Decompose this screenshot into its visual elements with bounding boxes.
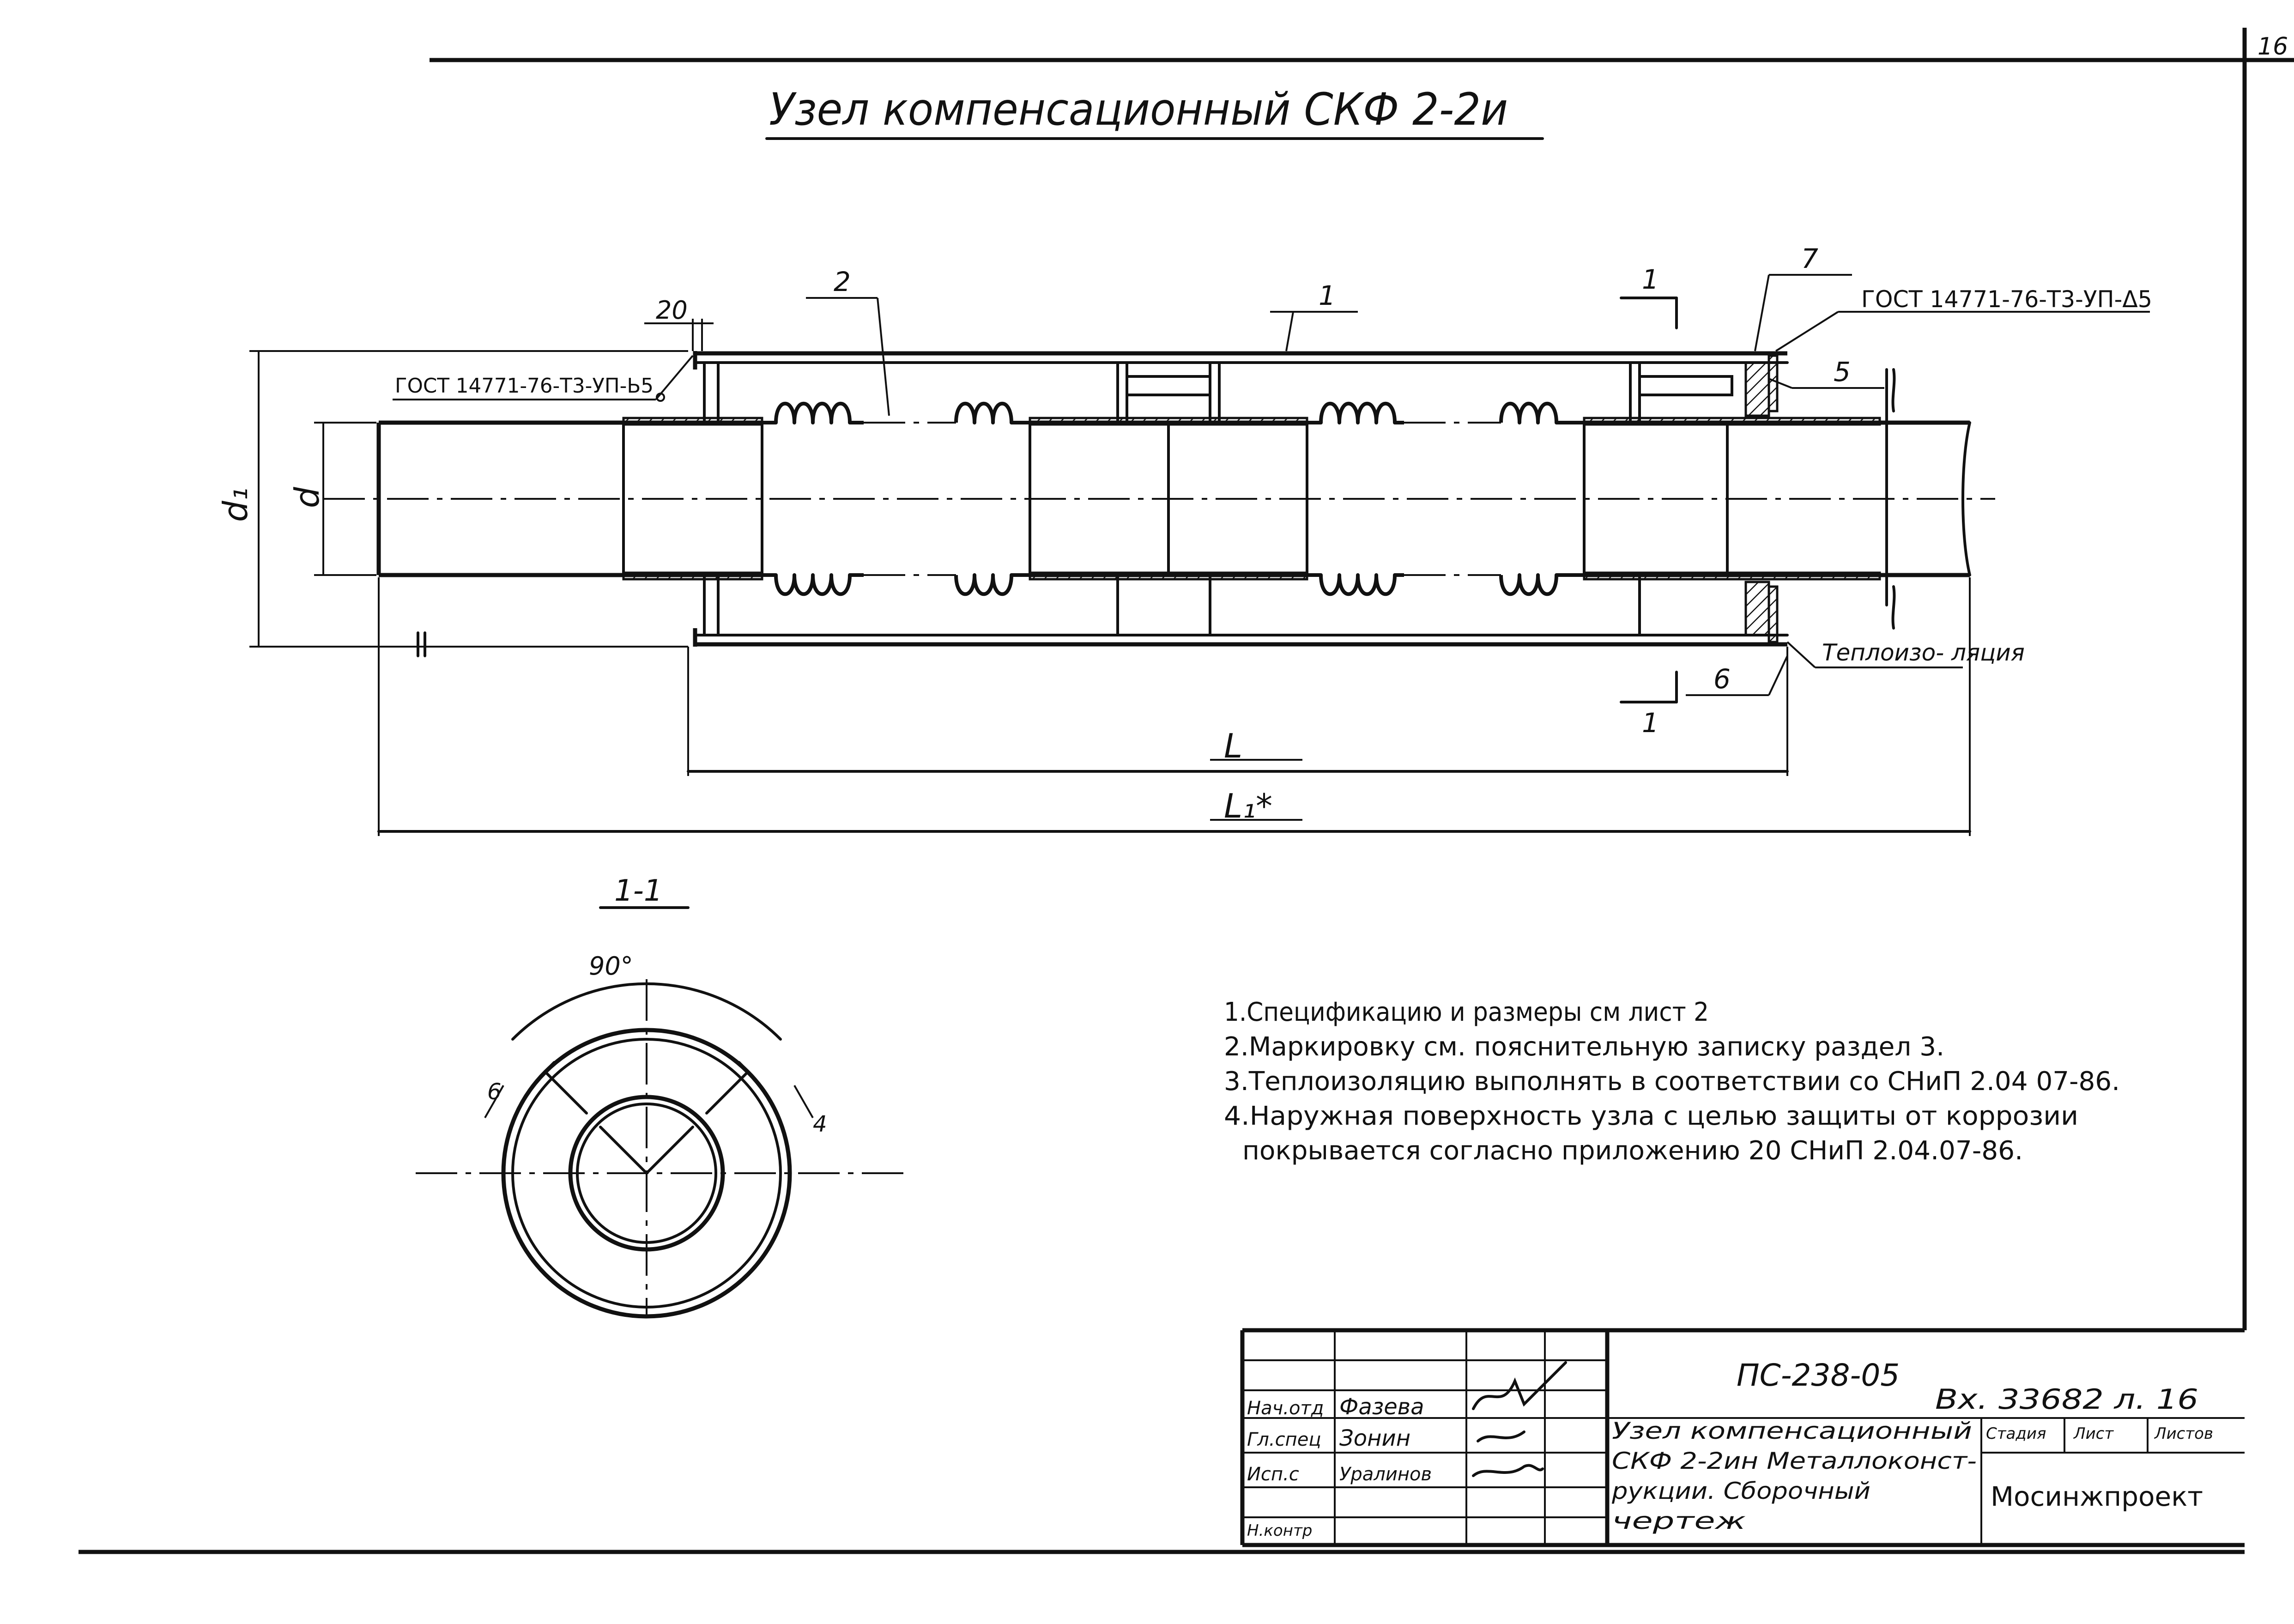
weld-note-right: ГОСТ 14771-76-Т3-УП-Δ5 — [1861, 286, 2152, 313]
drawing-title: Узел компенсационный СКФ 2-2и — [769, 84, 1508, 135]
dim-d: d — [288, 486, 327, 508]
section-mark-bottom: 1 — [1642, 707, 1659, 739]
tb-name-2: Зонин — [1339, 1425, 1410, 1451]
sheet-frame — [79, 28, 2294, 1554]
note-4-cont: покрывается согласно приложению 20 СНиП … — [1242, 1136, 2023, 1166]
note-3: 3.Теплоизоляцию выполнять в соответствии… — [1224, 1067, 2120, 1097]
section-view — [416, 906, 905, 1319]
notes: 1.Спецификацию и размеры см лист 2 2.Мар… — [1224, 997, 2120, 1166]
position-6: 6 — [1713, 663, 1731, 695]
note-2: 2.Маркировку см. пояснительную записку р… — [1224, 1032, 1944, 1062]
section-mark-4: 4 — [813, 1111, 827, 1137]
description-line-1: Узел компенсационный — [1612, 1418, 1972, 1444]
weld-note-left: ГОСТ 14771-76-Т3-УП-Ь5 — [395, 374, 654, 398]
col-sheet: Лист — [2073, 1424, 2114, 1443]
inventory-number: Вх. 33682 л. 16 — [1935, 1383, 2198, 1416]
title-block — [1240, 1328, 2245, 1547]
note-4: 4.Наружная поверхность узла с целью защи… — [1224, 1101, 2078, 1131]
position-1: 1 — [1319, 280, 1336, 311]
insulation-label: Теплоизо- ляция — [1822, 639, 2025, 666]
section-angle: 90° — [589, 951, 633, 981]
col-stage: Стадия — [1986, 1424, 2046, 1443]
signature-1 — [1472, 1361, 1567, 1410]
dim-L1: L₁* — [1224, 787, 1272, 825]
organization: Мосинжпроект — [1991, 1481, 2203, 1512]
elevation-view — [323, 351, 1995, 647]
description-line-4: чертеж — [1612, 1508, 1746, 1534]
section-mark-top: 1 — [1642, 264, 1659, 295]
tb-role-1: Нач.отд — [1247, 1398, 1324, 1419]
tb-name-1: Фазева — [1339, 1394, 1424, 1420]
insulation-label-text: Теплоизо- ляция — [1822, 639, 2025, 666]
dimensions — [249, 319, 1971, 836]
section-title: 1-1 — [614, 874, 663, 908]
description-line-2: СКФ 2-2ин Металлоконст- — [1612, 1448, 1977, 1474]
dim-L: L — [1224, 727, 1242, 765]
tb-role-3: Исп.с — [1247, 1464, 1299, 1485]
position-2: 2 — [834, 266, 851, 297]
signature-2 — [1477, 1430, 1525, 1442]
section-mark-6: 6 — [487, 1079, 502, 1105]
position-7: 7 — [1801, 243, 1818, 274]
dim-20: 20 — [656, 296, 688, 325]
doc-code: ПС-238-05 — [1737, 1357, 1900, 1393]
note-1: 1.Спецификацию и размеры см лист 2 — [1224, 997, 1709, 1027]
signature-3 — [1472, 1464, 1544, 1477]
position-5: 5 — [1834, 356, 1851, 388]
sheet-number: 16 — [2258, 33, 2288, 61]
leaders — [393, 274, 2150, 703]
tb-role-2: Гл.спец — [1247, 1429, 1321, 1450]
dim-d1: d₁ — [216, 487, 255, 522]
description-line-3: рукции. Сборочный — [1611, 1478, 1870, 1504]
tb-name-3: Уралинов — [1339, 1464, 1432, 1485]
tb-role-4: Н.контр — [1247, 1521, 1312, 1540]
col-sheets: Листов — [2154, 1424, 2213, 1443]
